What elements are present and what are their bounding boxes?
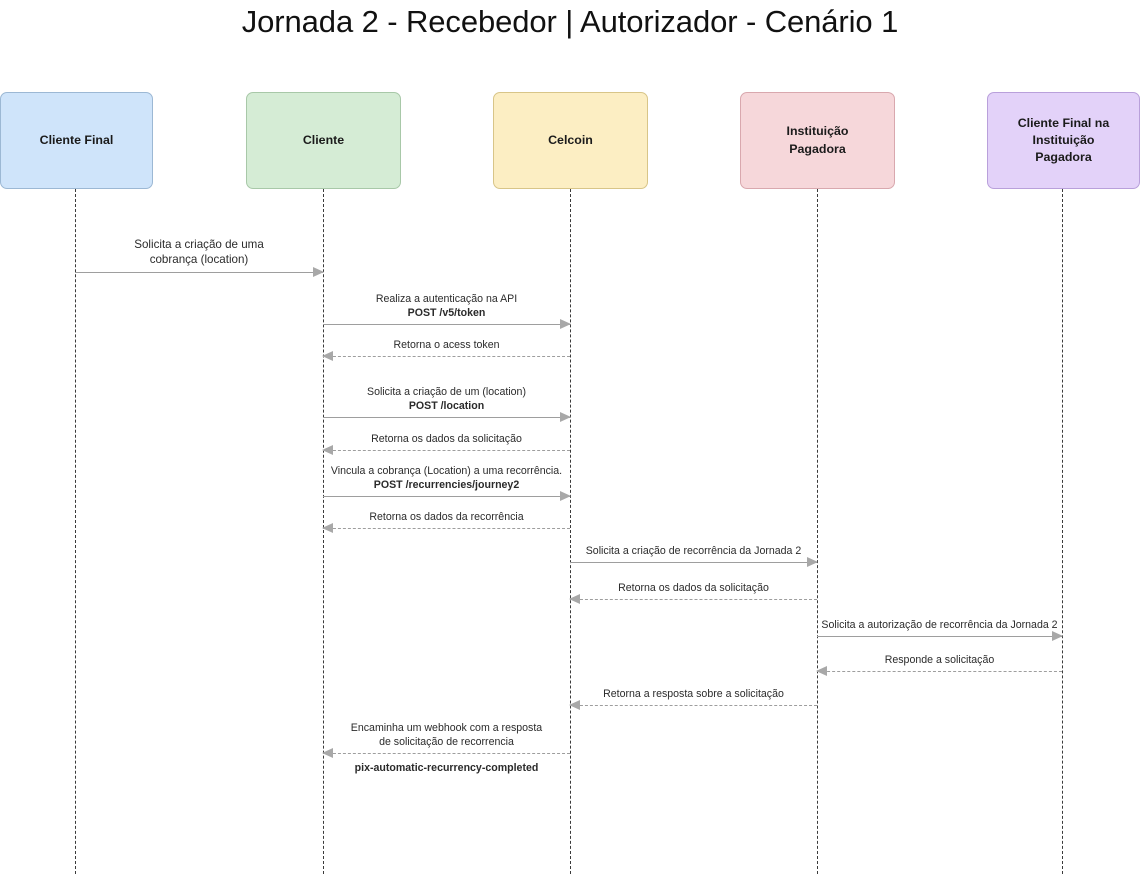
message-label-solicita-autorizacao-recorrencia-jornada2: Solicita a autorização de recorrência da… <box>821 618 1058 631</box>
lifeline-instituicao-pagadora <box>817 189 818 874</box>
message-label-responde-a-solicitacao: Responde a solicitação <box>884 653 995 666</box>
arrow-line <box>323 324 570 325</box>
page-title: Jornada 2 - Recebedor | Autorizador - Ce… <box>241 4 899 39</box>
message-label-encaminha-webhook-resposta: Encaminha um webhook com a resposta de s… <box>350 721 543 748</box>
arrow-line <box>323 496 570 497</box>
arrow-head-icon <box>569 699 580 710</box>
message-endpoint-realiza-autenticacao-api: POST /v5/token <box>407 306 486 319</box>
message-label-vincula-cobranca-recorrencia: Vincula a cobrança (Location) a uma reco… <box>330 464 563 477</box>
arrow-head-icon <box>560 411 571 422</box>
message-label-solicita-criacao-recorrencia-jornada2: Solicita a criação de recorrência da Jor… <box>585 544 802 557</box>
arrow-line <box>817 671 1062 672</box>
message-endpoint-solicita-criacao-location: POST /location <box>408 399 485 412</box>
arrow-head-icon <box>313 266 324 277</box>
message-endpoint-encaminha-webhook-resposta: pix-automatic-recurrency-completed <box>354 762 539 774</box>
arrow-head-icon <box>807 556 818 567</box>
actor-box-cliente[interactable]: Cliente <box>246 92 401 189</box>
lifeline-cliente-final-na-instituicao-pagadora <box>1062 189 1063 874</box>
arrow-head-icon <box>322 522 333 533</box>
arrow-head-icon <box>560 318 571 329</box>
actor-label: Celcoin <box>548 132 593 147</box>
arrow-line <box>323 450 570 451</box>
message-label-retorna-acess-token: Retorna o acess token <box>393 338 500 351</box>
arrow-line <box>570 562 817 563</box>
message-endpoint-vincula-cobranca-recorrencia: POST /recurrencies/journey2 <box>373 478 520 491</box>
message-label-retorna-dados-recorrencia: Retorna os dados da recorrência <box>369 510 524 523</box>
message-label-retorna-dados-solicitacao-1: Retorna os dados da solicitação <box>371 432 522 445</box>
lifeline-celcoin <box>570 189 571 874</box>
lifeline-cliente-final <box>75 189 76 874</box>
arrow-line <box>323 528 570 529</box>
message-label-solicita-criacao-location: Solicita a criação de um (location) <box>367 385 526 398</box>
message-label-solicita-criacao-cobranca: Solicita a criação de uma cobrança (loca… <box>134 238 264 267</box>
arrow-line <box>75 272 323 273</box>
actor-box-celcoin[interactable]: Celcoin <box>493 92 648 189</box>
arrow-head-icon <box>560 490 571 501</box>
arrow-line <box>570 705 817 706</box>
message-label-realiza-autenticacao-api: Realiza a autenticação na API <box>375 292 518 305</box>
arrow-line <box>323 417 570 418</box>
arrow-head-icon <box>322 350 333 361</box>
message-label-retorna-resposta-sobre-solicitacao: Retorna a resposta sobre a solicitação <box>603 687 784 700</box>
arrow-head-icon <box>1052 630 1063 641</box>
arrow-head-icon <box>322 444 333 455</box>
arrow-head-icon <box>569 593 580 604</box>
arrow-line <box>570 599 817 600</box>
arrow-head-icon <box>322 747 333 758</box>
actor-label: Cliente <box>302 132 345 147</box>
arrow-line <box>323 753 570 754</box>
actor-box-cliente-final[interactable]: Cliente Final <box>0 92 153 189</box>
arrow-head-icon <box>816 665 827 676</box>
message-label-retorna-dados-solicitacao-2: Retorna os dados da solicitação <box>618 581 769 594</box>
actor-label: Cliente Final <box>39 132 114 147</box>
arrow-line <box>323 356 570 357</box>
arrow-line <box>817 636 1062 637</box>
